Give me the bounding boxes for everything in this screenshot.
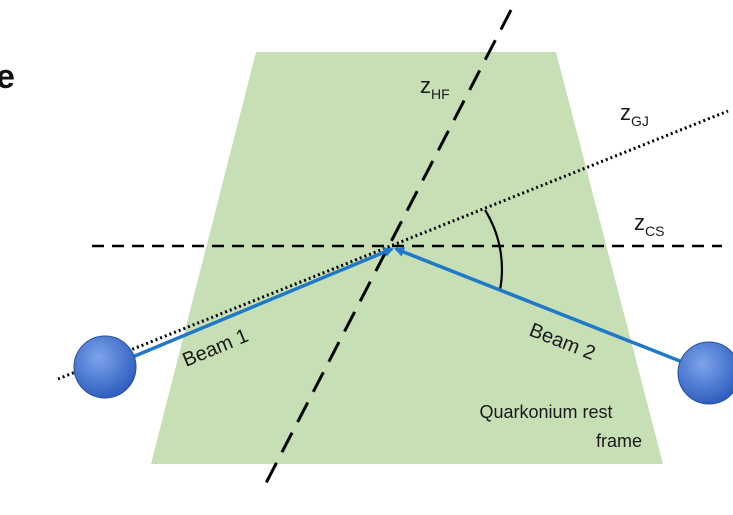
z-cs-label-main: z xyxy=(634,210,645,235)
frame-label-line-2: frame xyxy=(596,431,642,451)
z-gj-axis xyxy=(57,109,729,381)
z-hf-label-sub: HF xyxy=(431,86,450,102)
beam-1-arrow xyxy=(129,247,394,360)
z-gj-label: zGJ xyxy=(620,100,649,129)
beam-1-sphere xyxy=(73,335,137,399)
z-hf-label-main: z xyxy=(420,73,431,98)
beam-2-sphere xyxy=(677,341,733,405)
z-gj-label-sub: GJ xyxy=(631,113,649,129)
z-cs-label-sub: CS xyxy=(645,223,664,239)
z-hf-label: zHF xyxy=(420,73,450,102)
beam-2-arrow xyxy=(394,247,691,367)
edge-text-fragment: e xyxy=(0,58,15,96)
rest-frame-trapezoid xyxy=(151,52,663,464)
angle-arc xyxy=(484,209,503,291)
z-gj-label-main: z xyxy=(620,100,631,125)
z-cs-label: zCS xyxy=(634,210,664,239)
z-hf-axis xyxy=(263,9,513,486)
frame-label-line-1: Quarkonium rest xyxy=(479,402,612,422)
